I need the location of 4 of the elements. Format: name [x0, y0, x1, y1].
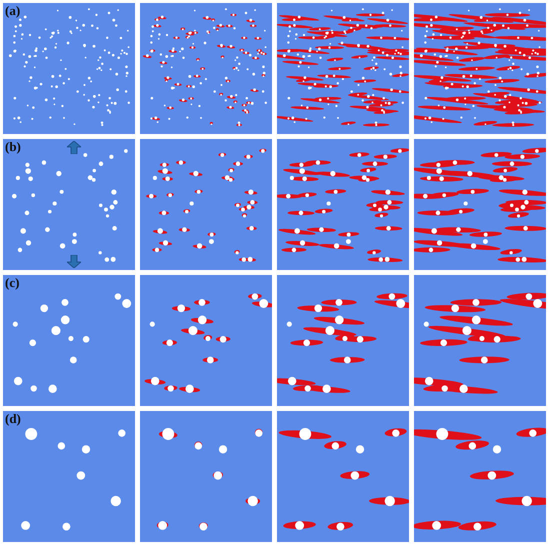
panel-label: (d): [5, 412, 21, 426]
panel-label: (b): [5, 140, 21, 154]
panel-label: (c): [5, 276, 20, 290]
panel-label: (a): [5, 4, 20, 18]
